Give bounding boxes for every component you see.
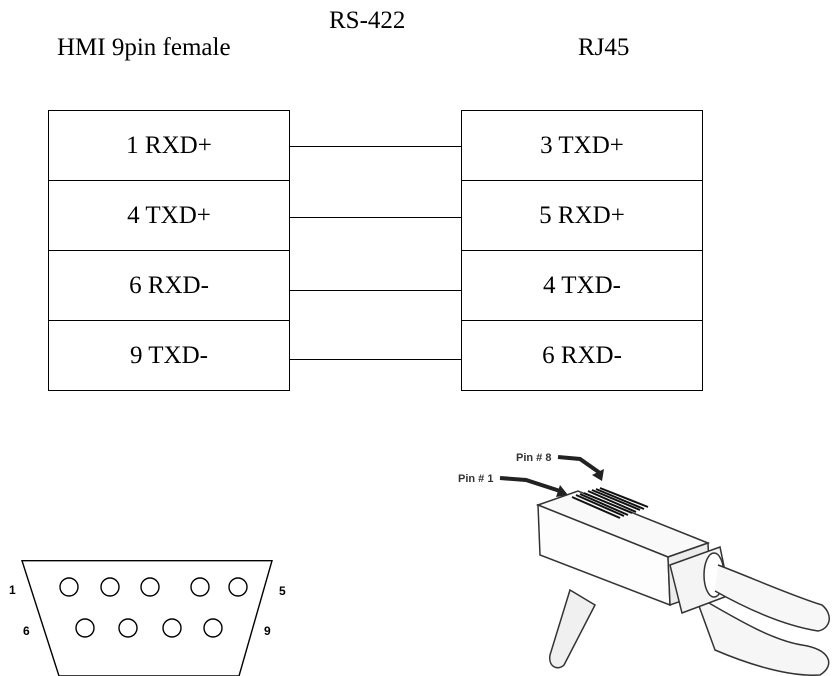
hmi-pin-label: 6 RXD- [129,271,209,299]
db9-pin-7 [118,618,138,638]
hmi-pin-label: 1 RXD+ [126,131,212,159]
db9-label-9: 9 [264,624,271,638]
wire-4 [289,359,462,360]
rj45-label-pin8: Pin # 8 [516,452,551,464]
db9-pin-8 [162,618,182,638]
db9-pin-3 [140,577,160,597]
db9-pin-9 [203,618,223,638]
hmi-pin-box-3: 6 RXD- [48,250,290,321]
rj45-pin-box-2: 5 RXD+ [461,180,703,251]
rj45-pin-box-3: 4 TXD- [461,250,703,321]
wire-2 [289,217,462,218]
db9-pin-2 [100,577,120,597]
rj45-label-pin1: Pin # 1 [458,473,493,485]
hmi-pin-box-2: 4 TXD+ [48,180,290,251]
rj45-pin-label: 5 RXD+ [539,201,625,229]
db9-pin-6 [75,618,95,638]
pin1-arrow-head [556,485,568,497]
db9-connector-diagram: 1 5 6 9 [9,560,286,676]
rj45-cable [693,593,830,676]
db9-label-6: 6 [23,624,30,638]
rj45-pin-box-4: 6 RXD- [461,320,703,391]
hmi-connector-title: HMI 9pin female [57,34,231,61]
pin1-arrow [499,476,561,493]
rj45-pin-label: 6 RXD- [542,341,622,369]
db9-pin-4 [190,577,210,597]
db9-shell-outline [21,560,273,676]
db9-label-5: 5 [279,584,286,598]
pin8-arrow [557,455,602,475]
db9-pin-5 [228,577,248,597]
rj45-pin-label: 3 TXD+ [540,131,624,159]
hmi-pin-box-1: 1 RXD+ [48,110,290,181]
rj45-plug-illustration: Pin # 8 Pin # 1 [458,452,830,676]
wire-1 [289,146,462,147]
hmi-pin-label: 9 TXD- [129,341,208,369]
protocol-title: RS-422 [329,7,406,34]
db9-label-1: 1 [9,583,16,597]
rj45-wire-end [714,564,830,632]
hmi-pin-box-4: 9 TXD- [48,320,290,391]
rj45-pin-box-1: 3 TXD+ [461,110,703,181]
wire-3 [289,290,462,291]
rj45-pin-label: 4 TXD- [542,271,621,299]
rj45-contacts [571,487,649,519]
rj45-connector-title: RJ45 [578,34,630,61]
hmi-pin-label: 4 TXD+ [127,201,211,229]
db9-pin-1 [59,577,79,597]
rj45-latch [549,588,596,669]
pin8-arrow-head [592,469,604,481]
